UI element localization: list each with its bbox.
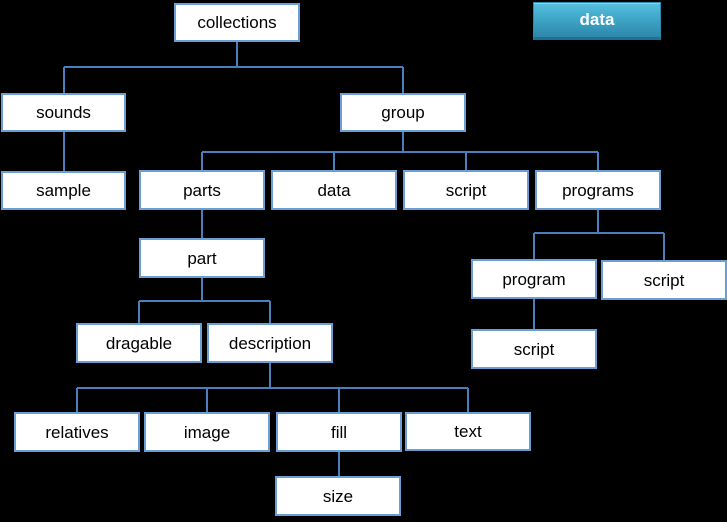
node-sample: sample (1, 171, 126, 210)
node-script2: script (601, 260, 727, 300)
node-program: program (471, 259, 597, 299)
data-button[interactable]: data (533, 2, 661, 40)
node-sounds: sounds (1, 93, 126, 132)
node-fill: fill (276, 412, 402, 452)
node-collections: collections (174, 3, 300, 42)
node-size: size (275, 476, 401, 516)
node-part: part (139, 238, 265, 278)
node-image: image (144, 412, 270, 452)
node-group: group (340, 93, 466, 132)
node-programs: programs (535, 170, 661, 210)
node-dragable: dragable (76, 323, 202, 363)
data-button-label: data (579, 10, 615, 29)
node-relatives: relatives (14, 412, 140, 452)
node-data2: data (271, 170, 397, 210)
node-script1: script (403, 170, 529, 210)
node-script3: script (471, 329, 597, 369)
node-parts: parts (139, 170, 265, 210)
node-text: text (405, 412, 531, 451)
node-description: description (207, 323, 333, 363)
